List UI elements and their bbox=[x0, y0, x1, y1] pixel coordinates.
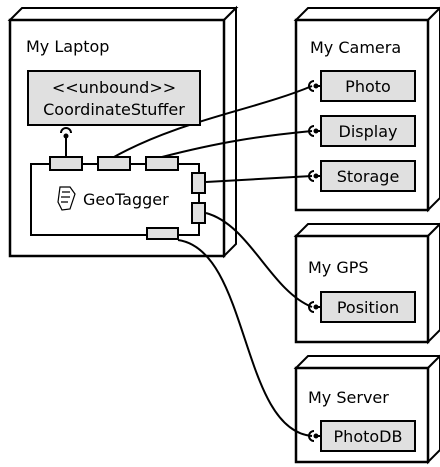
photo-label: Photo bbox=[345, 77, 391, 96]
port-bottom bbox=[146, 227, 179, 240]
connector-display bbox=[161, 130, 313, 158]
component-photo[interactable]: Photo bbox=[320, 70, 416, 102]
storage-interface-socket bbox=[308, 170, 321, 182]
coordinatestuffer-socket bbox=[60, 127, 72, 139]
component-scroll-icon bbox=[57, 186, 76, 211]
connector-storage bbox=[205, 175, 313, 183]
storage-label: Storage bbox=[337, 167, 400, 186]
coordinatestuffer-name: CoordinateStuffer bbox=[43, 100, 185, 119]
node-title-my-laptop: My Laptop bbox=[26, 37, 109, 56]
component-coordinatestuffer[interactable]: <<unbound>> CoordinateStuffer bbox=[27, 70, 201, 126]
display-interface-socket bbox=[308, 125, 321, 137]
port-right-2 bbox=[191, 202, 206, 224]
port-top-1 bbox=[49, 156, 83, 171]
coordinatestuffer-stereotype: <<unbound>> bbox=[52, 78, 176, 97]
node-title-my-camera: My Camera bbox=[310, 38, 401, 57]
position-interface-socket bbox=[308, 301, 321, 313]
geotagger-name: GeoTagger bbox=[83, 190, 169, 209]
connector-photo bbox=[113, 85, 313, 158]
port-right-1 bbox=[191, 172, 206, 194]
component-photodb[interactable]: PhotoDB bbox=[320, 420, 416, 452]
component-storage[interactable]: Storage bbox=[320, 160, 416, 192]
photodb-label: PhotoDB bbox=[334, 427, 403, 446]
connections bbox=[65, 85, 313, 437]
connector-position bbox=[205, 212, 313, 308]
node-my-gps: My GPS bbox=[293, 222, 440, 345]
node-title-my-server: My Server bbox=[308, 388, 389, 407]
port-top-3 bbox=[145, 156, 179, 171]
photo-interface-socket bbox=[308, 80, 321, 92]
component-position[interactable]: Position bbox=[320, 291, 416, 323]
component-geotagger[interactable]: GeoTagger bbox=[30, 163, 200, 236]
node-title-my-gps: My GPS bbox=[308, 258, 369, 277]
geotagger-ports bbox=[49, 156, 206, 240]
display-label: Display bbox=[339, 122, 398, 141]
connector-photodb bbox=[177, 239, 313, 437]
component-display[interactable]: Display bbox=[320, 115, 416, 147]
position-label: Position bbox=[337, 298, 399, 317]
port-top-2 bbox=[97, 156, 131, 171]
photodb-interface-socket bbox=[308, 430, 321, 442]
